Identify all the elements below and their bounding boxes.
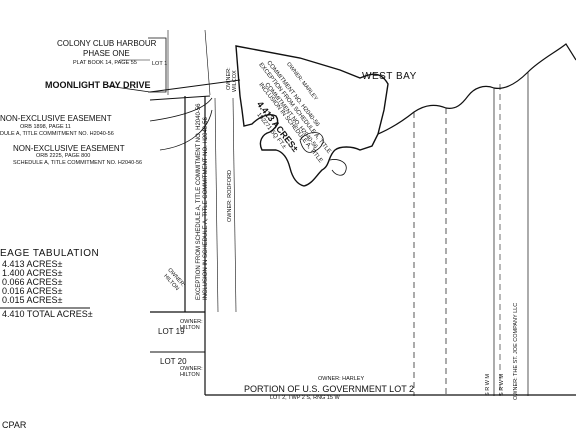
road-line-bottom: [149, 95, 211, 101]
tabulation-title: EAGE TABULATION: [0, 248, 100, 259]
government-lot-title: PORTION OF U.S. GOVERNMENT LOT 2: [244, 384, 415, 394]
easement-2-note: SCHEDULE A, TITLE COMMITMENT NO. H2040-5…: [13, 160, 143, 166]
tabulation-row-3: 0.066 ACRES±: [2, 277, 63, 287]
tabulation-row-4: 0.016 ACRES±: [2, 286, 63, 296]
owner-hilton-c-2: HILTON: [180, 372, 200, 378]
tabulation-row-2: 1.400 ACRES±: [2, 268, 63, 278]
parcel-boundary: [235, 45, 389, 187]
lot-19-label: LOT 19: [158, 327, 185, 336]
easement-2-ref: ORB 2225, PAGE 800: [36, 153, 91, 159]
easement-1-title: NON-EXCLUSIVE EASEMENT: [0, 114, 112, 123]
shoreline-detail: [299, 132, 324, 153]
owner-hilton-b-2: HILTON: [180, 325, 200, 331]
subdivision-line-2: [204, 29, 211, 96]
tabulation-row-5: 0.015 ACRES±: [2, 295, 63, 305]
shoreline-east: [377, 43, 576, 135]
subdivision-name: COLONY CLUB HARBOUR: [57, 39, 157, 48]
lot-20-label: LOT 20: [160, 357, 187, 366]
road-line-top: [149, 79, 241, 93]
easement-1-ref: ORB 1898, PAGE 11: [20, 124, 71, 130]
road-name: MOONLIGHT BAY DRIVE: [45, 80, 151, 90]
tabulation-row-1: 4.413 ACRES±: [2, 259, 63, 269]
owner-harley: OWNER: HARLEY: [318, 376, 365, 382]
easement-1-note: DULE A, TITLE COMMITMENT NO. H2040-56: [0, 131, 114, 137]
access-strip-inner: [214, 97, 219, 313]
subdivision-phase: PHASE ONE: [83, 49, 130, 58]
owner-hilton-b-1: OWNER:: [180, 319, 203, 325]
strip-exception-text: EXCEPTION FROM SCHEDULE A, TITLE COMMITM…: [196, 103, 202, 300]
government-lot-sub: LOT 2, TWP 2 S, RNG 15 W: [270, 395, 340, 401]
lot-1-label: LOT 1: [152, 61, 168, 67]
easement-2-title: NON-EXCLUSIVE EASEMENT: [13, 144, 125, 153]
tabulation-total: 4.410 TOTAL ACRES±: [2, 309, 93, 319]
footer-label: CPAR: [2, 420, 27, 430]
rw-label-1: S R W M: [485, 374, 491, 396]
easement-leader-1: [149, 97, 213, 122]
easement-leader-2: [159, 109, 213, 151]
rw-label-2: S R W M: [499, 374, 505, 396]
water-label: WEST BAY: [362, 71, 417, 82]
plat-reference: PLAT BOOK 14, PAGE 55: [73, 60, 137, 66]
shoreline-detail-2: [329, 159, 347, 176]
owner-wilcox-2: WILCOX: [232, 70, 238, 92]
road-leader: [107, 85, 151, 93]
owner-st-joe: OWNER: THE ST. JOE COMPANY LLC: [513, 302, 519, 400]
owner-hilton-c-1: OWNER:: [180, 366, 203, 372]
access-strip-inner-2: [232, 97, 237, 313]
lot-1-boundary: [148, 37, 167, 93]
strip-inclusion-text: INCLUSION IN SCHEDULE A, TITLE COMMITMEN…: [203, 117, 209, 300]
owner-rodford: OWNER: RODFORD: [227, 170, 233, 222]
